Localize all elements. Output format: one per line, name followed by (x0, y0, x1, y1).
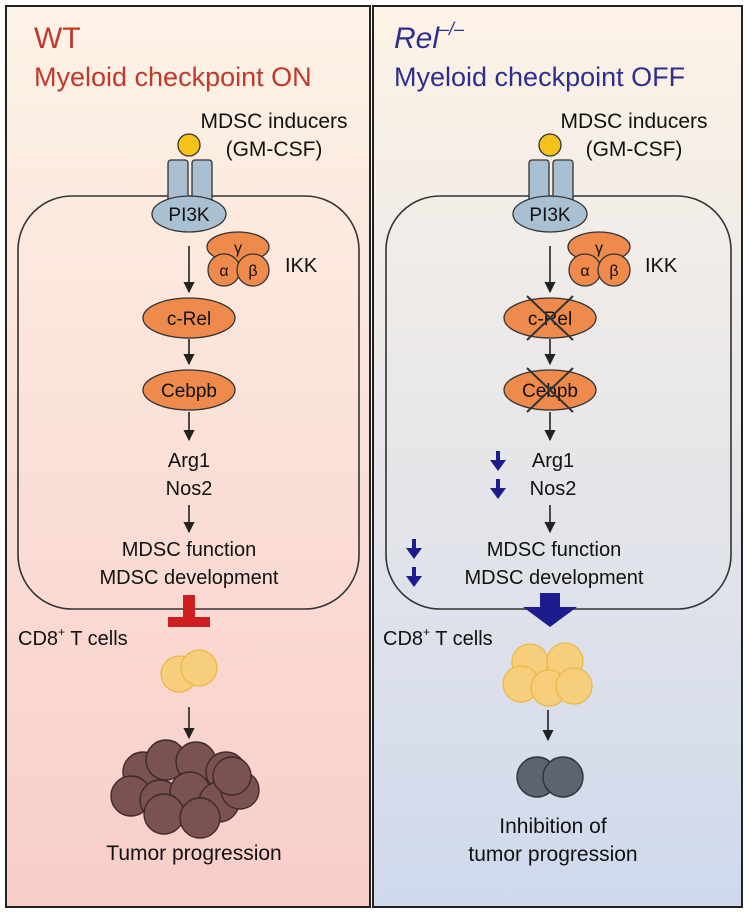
wt-inhibition-symbol (168, 595, 210, 627)
wt-tcell-cluster (160, 649, 218, 693)
rel-ikk-beta: β (609, 263, 618, 280)
wt-pi3k-node (151, 195, 227, 233)
wt-ikk-alpha: α (219, 263, 228, 280)
rel-release-big-arrow (523, 593, 577, 627)
wt-panel: WT Myeloid checkpoint ON MDSC inducers (… (5, 5, 371, 908)
rel-ikk-alpha: α (580, 263, 589, 280)
rel-mdsc-development-label: MDSC development (465, 567, 644, 589)
wt-ikk-gamma: γ (234, 240, 242, 257)
rel-down-arrow-mdsc-development (406, 567, 422, 587)
wt-mdsc-inducers-label: MDSC inducers (200, 110, 347, 133)
rel-arg1-label: Arg1 (532, 450, 574, 472)
rel-ikk-label: IKK (645, 255, 678, 277)
rel-inhibited-tumor (516, 756, 584, 798)
wt-receptor (167, 159, 213, 205)
rel-down-arrow-mdsc-function (406, 539, 422, 559)
wt-gm-csf-ligand (177, 133, 201, 157)
rel-mdsc-function-label: MDSC function (487, 539, 622, 561)
rel-pi3k-label: PI3K (529, 205, 571, 226)
rel-ikk-gamma: γ (595, 240, 603, 257)
rel-checkpoint-status: Myeloid checkpoint OFF (394, 62, 685, 92)
wt-ikk-complex: γ α β (206, 231, 270, 287)
rel-ikk-complex: γ α β (567, 231, 631, 287)
rel-outcome-line1: Inhibition of (499, 815, 607, 838)
wt-genotype-title: WT (34, 22, 81, 55)
wt-tumor-mass (110, 739, 260, 839)
rel-cebpb-label: Cebpb (522, 381, 578, 402)
wt-gm-csf-label: (GM-CSF) (226, 138, 323, 161)
wt-crel-node (142, 297, 236, 339)
wt-ikk-label: IKK (285, 255, 318, 277)
wt-nos2-label: Nos2 (166, 478, 213, 500)
wt-checkpoint-status: Myeloid checkpoint ON (34, 62, 312, 92)
wt-outcome-label: Tumor progression (106, 842, 281, 865)
rel-expanded-tcell-cluster (502, 642, 593, 707)
wt-crel-label: c-Rel (167, 309, 211, 330)
rel-down-arrow-nos2 (490, 479, 506, 499)
wt-pi3k-label: PI3K (168, 205, 210, 226)
rel-mdsc-inducers-label: MDSC inducers (560, 110, 707, 133)
rel-down-arrow-arg1 (490, 451, 506, 471)
rel-outcome-line2: tumor progression (468, 843, 637, 866)
wt-cd8-tcells-label: CD8+ T cells (18, 625, 128, 650)
wt-arg1-label: Arg1 (168, 450, 210, 472)
rel-gm-csf-ligand (538, 133, 562, 157)
rel-crel-deleted-cross (526, 295, 574, 341)
rel-cd8-tcells-label: CD8+ T cells (383, 625, 493, 650)
rel-pi3k-node (512, 195, 588, 233)
rel-gm-csf-label: (GM-CSF) (586, 138, 683, 161)
rel-knockout-panel: Rel–/– Myeloid checkpoint OFF MDSC induc… (372, 5, 743, 908)
rel-crel-label: c-Rel (528, 309, 572, 330)
wt-cebpb-node (142, 369, 236, 411)
wt-cebpb-label: Cebpb (161, 381, 217, 402)
rel-panel-background (372, 5, 743, 908)
rel-cebpb-deleted-cross (526, 367, 574, 413)
wt-mdsc-development-label: MDSC development (100, 567, 279, 589)
wt-mdsc-function-label: MDSC function (122, 539, 257, 561)
rel-nos2-label: Nos2 (530, 478, 577, 500)
wt-ikk-beta: β (248, 263, 257, 280)
rel-genotype-title: Rel–/– (394, 19, 465, 55)
